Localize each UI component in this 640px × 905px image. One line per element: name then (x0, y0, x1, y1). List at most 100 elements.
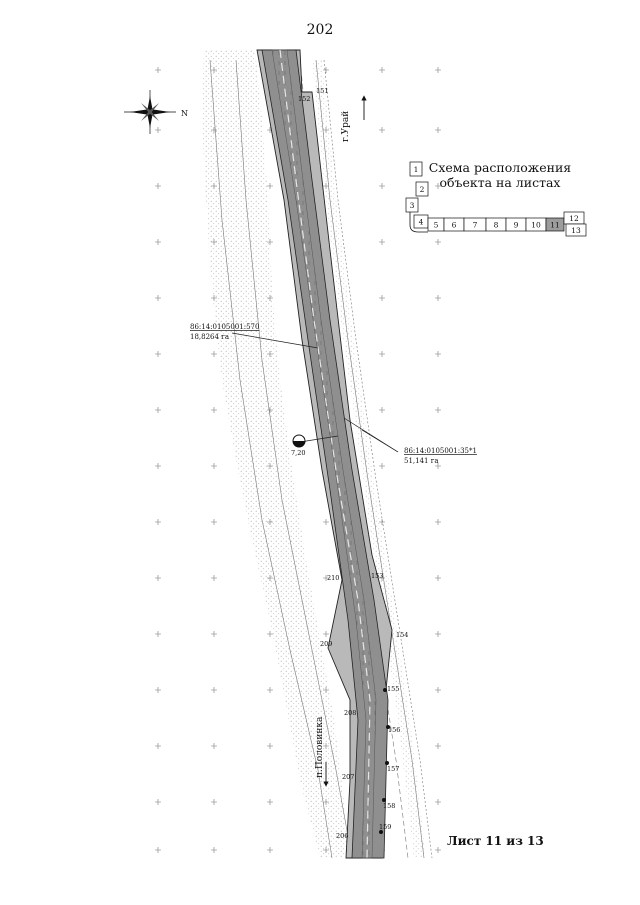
svg-text:1: 1 (414, 165, 419, 174)
grid-cross (379, 351, 385, 357)
inset-sheet-8: 8 (485, 217, 507, 232)
parcel-area: 18,8264 га (190, 333, 229, 341)
grid-cross (435, 183, 441, 189)
point-label: 210 (327, 574, 339, 582)
grid-cross (155, 519, 161, 525)
boundary-points (379, 688, 390, 834)
road-centerline (279, 49, 371, 859)
parcel-leaders (231, 332, 399, 453)
svg-text:3: 3 (410, 201, 415, 210)
grid-cross (379, 127, 385, 133)
point-label: 151 (316, 87, 328, 95)
svg-text:13: 13 (571, 226, 581, 235)
grid-cross (155, 127, 161, 133)
grid-cross (211, 743, 217, 749)
compass-north-label: N (181, 109, 188, 118)
parcel-label-351: 86:14:0105001:35*1 51,141 га (404, 447, 477, 465)
grid-cross (211, 351, 217, 357)
grid-cross (267, 743, 273, 749)
grid-cross (155, 799, 161, 805)
inset-sheet-4: 4 (413, 214, 429, 229)
grid-cross (211, 799, 217, 805)
sheet-caption: Лист 11 из 13 (447, 834, 544, 848)
grid-cross (155, 407, 161, 413)
inset-sheet-10: 10 (525, 217, 547, 232)
grid-cross (211, 519, 217, 525)
page-number: 202 (306, 22, 334, 38)
road-carriageway (271, 49, 377, 859)
dotted-terrain-right (312, 60, 426, 858)
grid-cross (435, 847, 441, 853)
grid-cross (155, 687, 161, 693)
inset-title-line1: Схема расположения (428, 160, 572, 175)
grid-cross (435, 463, 441, 469)
point-label: 157 (387, 765, 399, 773)
grid-cross (323, 575, 329, 581)
svg-text:4: 4 (419, 218, 424, 227)
direction-south: п.Половинка (315, 716, 329, 787)
grid-cross (435, 67, 441, 73)
svg-text:10: 10 (531, 221, 541, 230)
grid-cross (379, 407, 385, 413)
grid-cross (323, 519, 329, 525)
grid-cross (379, 463, 385, 469)
grid-cross (267, 847, 273, 853)
grid-cross (435, 575, 441, 581)
grid-cross (379, 239, 385, 245)
point-label: 208 (344, 709, 356, 717)
grid-cross (323, 67, 329, 73)
road-body (261, 49, 389, 859)
inset-sheet-13: 13 (565, 223, 587, 237)
grid-cross (267, 799, 273, 805)
svg-text:2: 2 (420, 185, 425, 194)
grid-cross (155, 351, 161, 357)
boundary-point (379, 830, 383, 834)
grid-cross (211, 463, 217, 469)
parcel-number: 86:14:0105001:35*1 (404, 447, 477, 455)
parcel-number: 86:14:0105001:570 (190, 323, 259, 331)
inset-sheet-9: 9 (505, 217, 527, 232)
point-label: 158 (383, 802, 395, 810)
svg-text:8: 8 (494, 221, 499, 230)
grid-cross (211, 687, 217, 693)
grid-cross (379, 183, 385, 189)
grid-cross (211, 575, 217, 581)
grid-cross (435, 127, 441, 133)
parcel-label-570: 86:14:0105001:570 18,8264 га (190, 323, 259, 341)
benchmark-marker: 7,20 (291, 434, 306, 457)
grid-cross (379, 295, 385, 301)
grid-cross (155, 463, 161, 469)
inset-title-line2: объекта на листах (439, 175, 561, 190)
point-label: 159 (379, 823, 391, 831)
boundary-point (382, 798, 386, 802)
point-label: 156 (388, 726, 400, 734)
grid-cross (435, 799, 441, 805)
grid-cross (435, 295, 441, 301)
direction-south-label: п.Половинка (315, 716, 325, 778)
grid-cross (379, 67, 385, 73)
grid-cross (267, 687, 273, 693)
boundary-point (386, 725, 390, 729)
inset-sheet-6: 6 (443, 217, 465, 232)
inset-sheet-12: 12 (563, 211, 585, 225)
direction-north: г.Урай (341, 95, 367, 142)
grid-cross (155, 847, 161, 853)
grid-cross (435, 687, 441, 693)
grid-cross (155, 743, 161, 749)
grid-cross (435, 743, 441, 749)
compass-rose: N (124, 90, 188, 134)
grid-cross (211, 847, 217, 853)
inset-sheet-5: 5 (427, 217, 445, 232)
point-label: 152 (298, 95, 310, 103)
dotted-terrain-area (202, 50, 348, 858)
inset-sheet-7: 7 (463, 217, 487, 232)
benchmark-label: 7,20 (291, 449, 305, 457)
inset-title: Схема расположения объекта на листах (400, 160, 600, 190)
inset-sheet-2: 2 (415, 181, 429, 197)
grid-cross (267, 183, 273, 189)
grid-cross (155, 239, 161, 245)
grid-cross (155, 575, 161, 581)
inset-sheet-11: 11 (545, 217, 565, 232)
